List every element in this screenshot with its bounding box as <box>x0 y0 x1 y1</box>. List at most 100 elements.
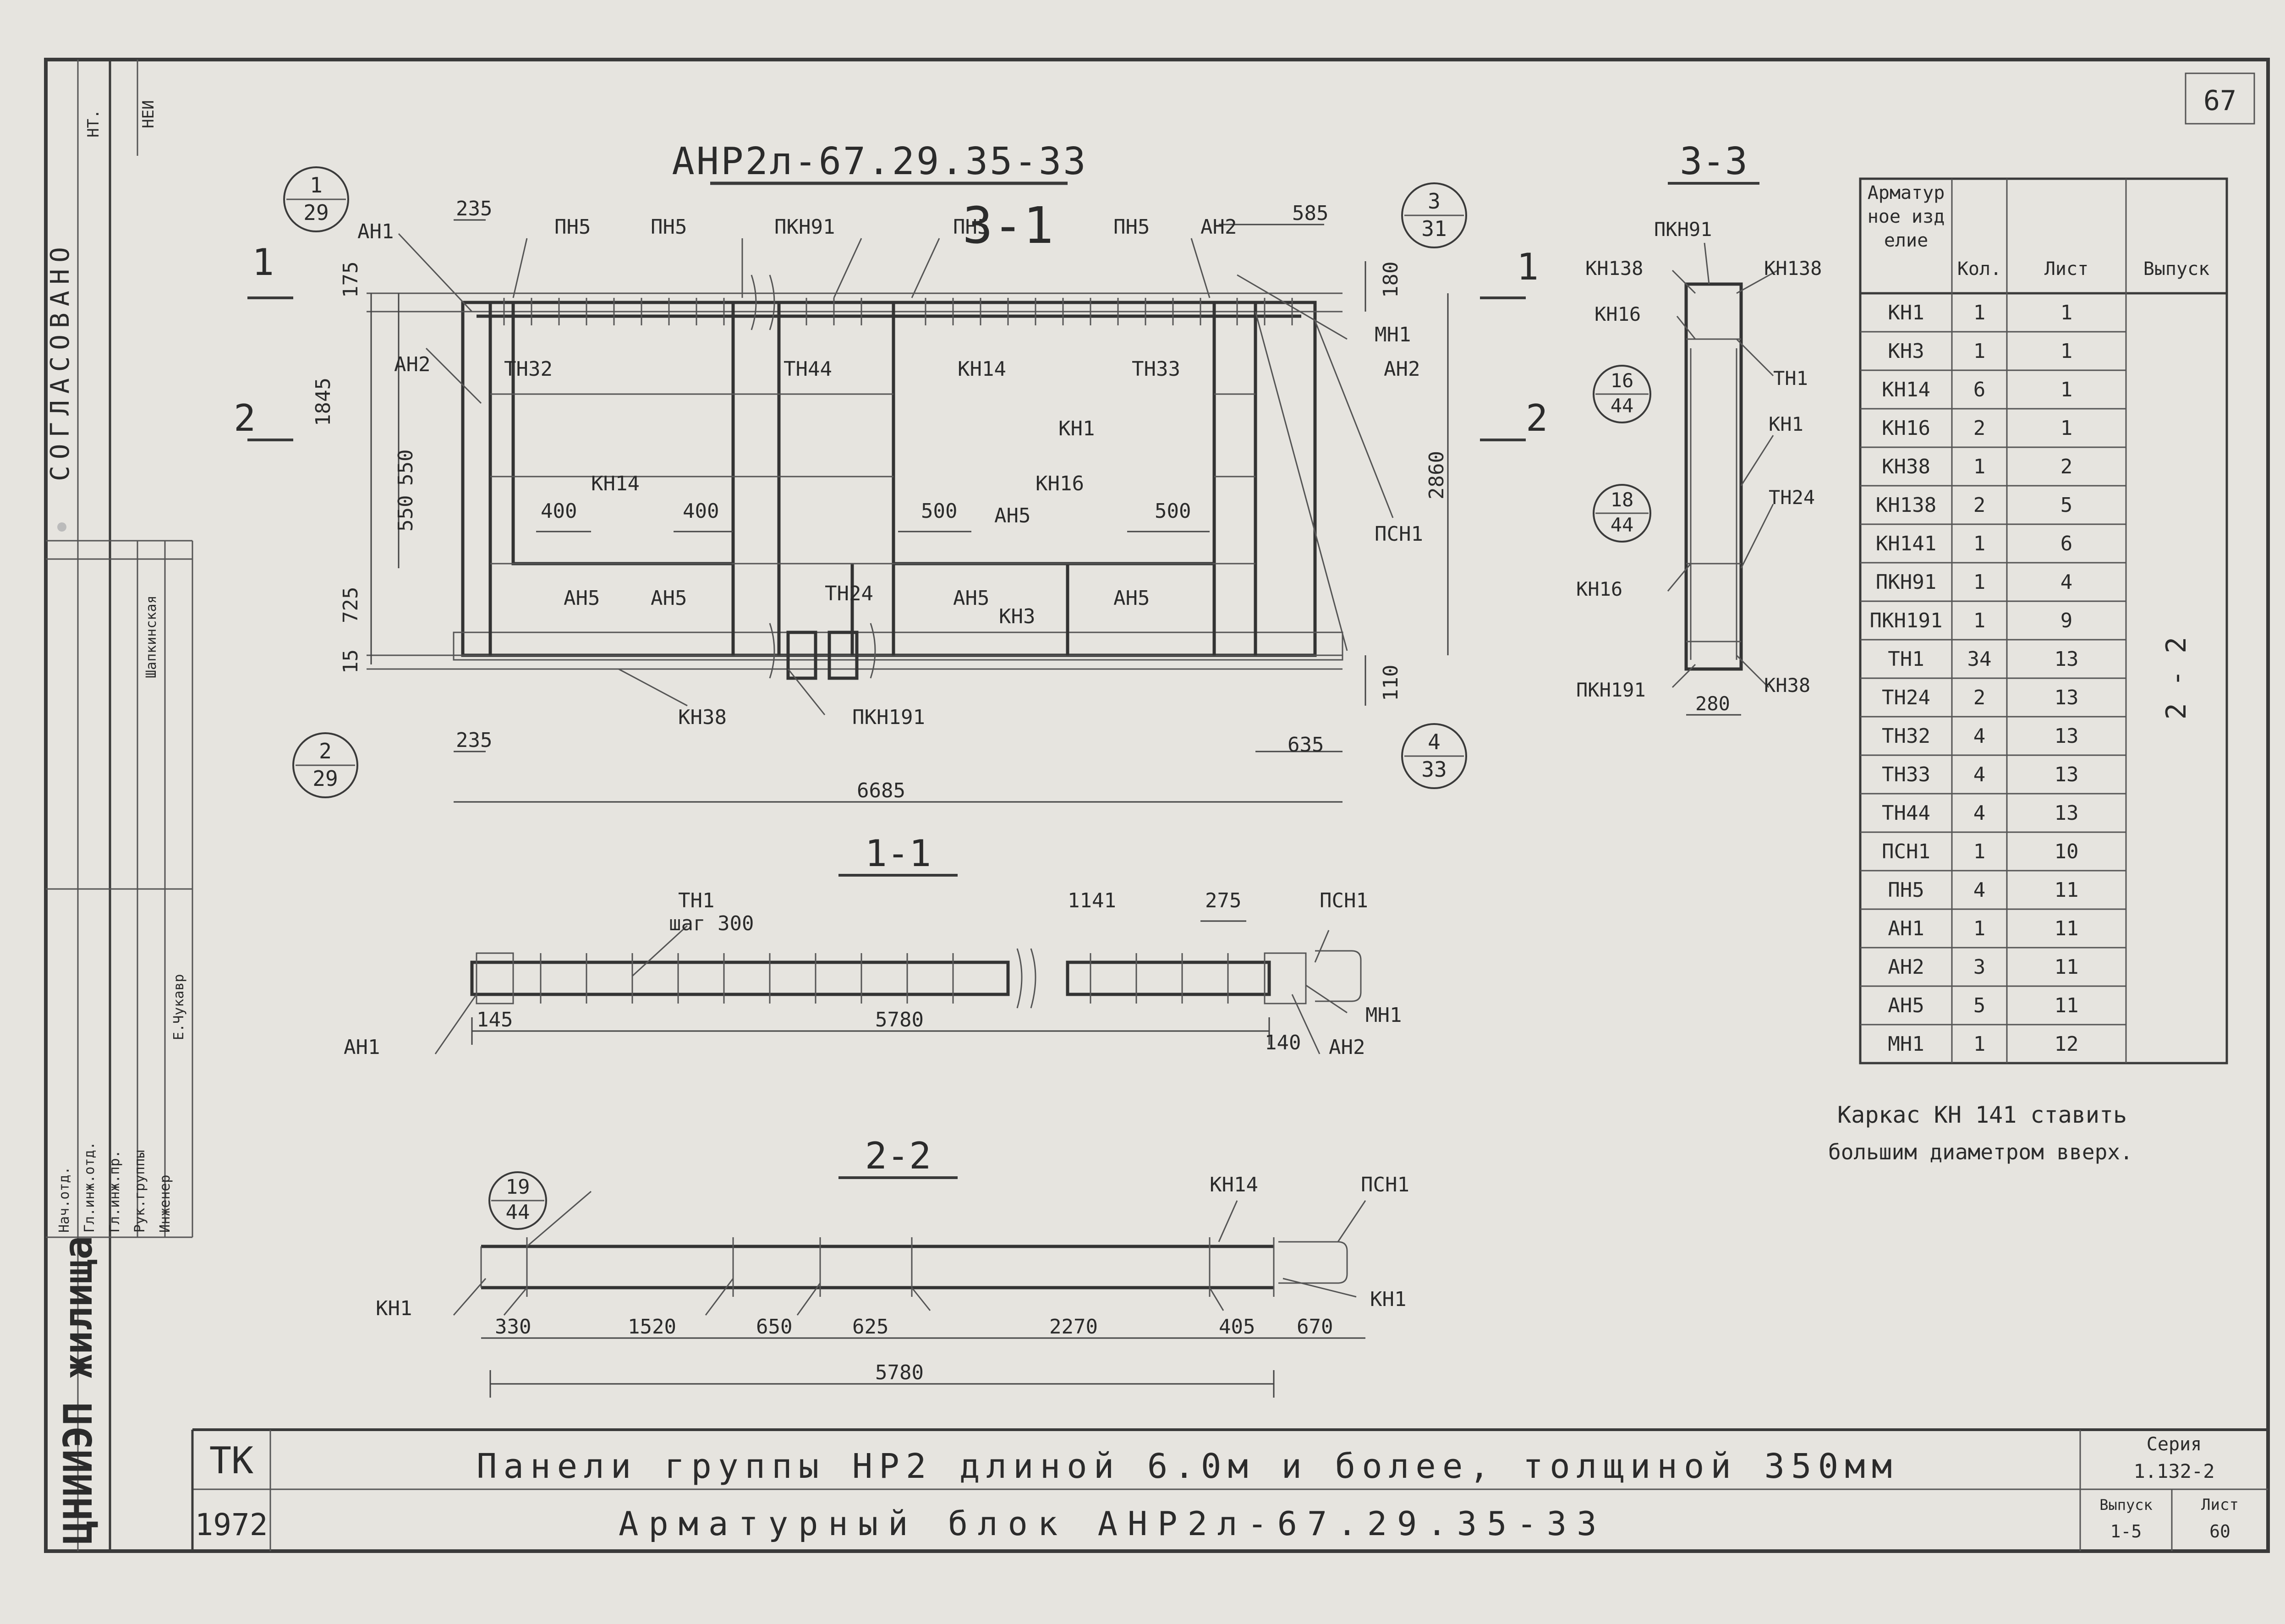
label-tn24: ТН24 <box>825 582 873 605</box>
label-ah5-3: АН5 <box>994 504 1030 527</box>
svg-text:2: 2 <box>319 739 332 763</box>
svg-text:1: 1 <box>310 173 323 198</box>
label-pn5-4: ПН5 <box>1113 215 1150 239</box>
spec-item-sheet: 13 <box>2055 647 2079 671</box>
section-1-1: 1-1 <box>434 832 1362 1054</box>
tb-line-2: Арматурный блок АНР2л-67.29.35-33 <box>619 1504 1606 1543</box>
cut-arrow-2: 2 <box>234 397 256 439</box>
main-elevation <box>247 219 1526 803</box>
v33-pkn191: ПКН191 <box>1576 679 1646 701</box>
approval-role: Гл.инж.пр. <box>107 1150 123 1233</box>
label-pkn91: ПКН91 <box>774 215 835 239</box>
spec-item-sheet: 13 <box>2055 763 2079 786</box>
spec-item-sheet: 1 <box>2060 301 2073 324</box>
spec-header-qty: Кол. <box>1957 258 2001 280</box>
s11-tn1: ТН1 <box>678 889 714 912</box>
dim-500-2: 500 <box>1155 499 1191 523</box>
spec-item-qty: 4 <box>1973 724 1986 748</box>
s11-psn1: ПСН1 <box>1320 889 1368 912</box>
tb-vypusk-label: Выпуск <box>2099 1496 2153 1514</box>
spec-item-sheet: 10 <box>2055 840 2079 863</box>
spec-item-sheet: 11 <box>2055 878 2079 902</box>
section-11-title: 1-1 <box>865 832 932 875</box>
v33-kn38: КН38 <box>1764 674 1810 697</box>
label-ah5-5: АН5 <box>1113 587 1150 610</box>
svg-text:3: 3 <box>1428 189 1441 214</box>
tb-seria-value: 1.132-2 <box>2133 1460 2214 1482</box>
spec-item-name: КН141 <box>1876 532 1936 555</box>
cut-arrow-2-right: 2 <box>1526 397 1548 439</box>
s22-psn1: ПСН1 <box>1361 1173 1409 1196</box>
svg-text:29: 29 <box>312 766 338 791</box>
callout-18-44: 18 44 <box>1593 484 1651 543</box>
spec-header-issue: Выпуск <box>2143 258 2210 280</box>
s11-dim-275: 275 <box>1205 889 1241 912</box>
s22-dim-0: 330 <box>495 1315 531 1339</box>
spec-item-qty: 4 <box>1973 878 1986 902</box>
s22-dim-2: 650 <box>756 1315 792 1339</box>
spec-item-name: ТН24 <box>1882 686 1930 709</box>
s11-step: шаг 300 <box>669 912 754 935</box>
section-2-2-labels: 19 44 КН14 ПСН1 КН1 КН1 330 1520 650 625… <box>376 1171 1409 1384</box>
spec-item-qty: 1 <box>1973 340 1986 363</box>
approval-role: Гл.инж.отд. <box>82 1141 98 1233</box>
spec-item-name: ПН5 <box>1888 878 1924 902</box>
label-tn33: ТН33 <box>1132 357 1180 381</box>
dim-500-1: 500 <box>921 499 957 523</box>
spec-item-sheet: 1 <box>2060 378 2073 401</box>
main-view-callouts: 1 29 3 31 2 29 4 33 <box>283 166 1467 798</box>
svg-text:16: 16 <box>1611 369 1634 392</box>
view-3-3-labels: ПКН91 КН138 КН138 КН16 ТН1 КН1 ТН24 КН16… <box>1576 218 1822 715</box>
label-kn1: КН1 <box>1058 417 1095 440</box>
callout-4-33: 4 33 <box>1401 723 1467 789</box>
strip-sign-b: Е.Чукавр <box>171 974 187 1041</box>
tb-vypusk-value: 1-5 <box>2110 1521 2142 1542</box>
callout-19-44: 19 44 <box>488 1171 547 1230</box>
title-block: ТК 1972 Панели группы НР2 длиной 6.0м и … <box>195 1434 2239 1543</box>
label-ah2-top: АН2 <box>1200 215 1237 239</box>
dim-725: 725 <box>339 587 362 623</box>
spec-item-qty: 4 <box>1973 763 1986 786</box>
spec-item-qty: 3 <box>1973 955 1986 979</box>
callout-1-29: 1 29 <box>283 166 349 232</box>
s22-dim-total: 5780 <box>875 1361 924 1384</box>
svg-text:44: 44 <box>1611 395 1634 417</box>
v33-dim-280: 280 <box>1695 692 1730 715</box>
approval-role: Рук.группы <box>132 1150 148 1233</box>
label-kn38: КН38 <box>678 706 727 729</box>
spec-item-name: ТН44 <box>1882 801 1930 825</box>
spec-vypusk: 2 - 2 <box>2160 637 2192 720</box>
spec-item-sheet: 11 <box>2055 955 2079 979</box>
s22-dim-6: 670 <box>1297 1315 1333 1339</box>
v33-kn1: КН1 <box>1769 413 1803 435</box>
spec-item-name: ТН33 <box>1882 763 1930 786</box>
dim-180: 180 <box>1379 262 1403 298</box>
spec-item-sheet: 13 <box>2055 801 2079 825</box>
s11-dim-145: 145 <box>477 1008 513 1031</box>
spec-item-qty: 1 <box>1973 917 1986 940</box>
v33-tn1: ТН1 <box>1773 367 1808 390</box>
spec-item-name: МН1 <box>1888 1032 1924 1056</box>
s22-dim-5: 405 <box>1219 1315 1255 1339</box>
sheet-frame <box>44 58 2270 1553</box>
tb-list-value: 60 <box>2209 1521 2230 1542</box>
spec-item-name: КН138 <box>1876 494 1936 517</box>
spec-item-name: ТН32 <box>1882 724 1930 748</box>
org-name: ЦНИИЭП жилища <box>55 1236 101 1544</box>
s22-dim-3: 625 <box>852 1315 888 1339</box>
spec-table <box>1859 177 2228 1064</box>
tb-tk: ТК <box>209 1439 253 1482</box>
label-ah5-4: АН5 <box>953 587 989 610</box>
spec-item-name: КН1 <box>1888 301 1924 324</box>
spec-item-sheet: 9 <box>2060 609 2073 632</box>
tb-line-1: Панели группы НР2 длиной 6.0м и более, т… <box>477 1447 1898 1486</box>
spec-item-qty: 1 <box>1973 301 1986 324</box>
spec-item-name: КН14 <box>1882 378 1930 401</box>
dim-400-2: 400 <box>683 499 719 523</box>
spec-item-sheet: 5 <box>2060 494 2073 517</box>
s22-kn1-right: КН1 <box>1370 1288 1406 1311</box>
v33-pkn91: ПКН91 <box>1654 218 1712 241</box>
callout-3-31: 3 31 <box>1401 182 1467 248</box>
spec-item-name: КН3 <box>1888 340 1924 363</box>
